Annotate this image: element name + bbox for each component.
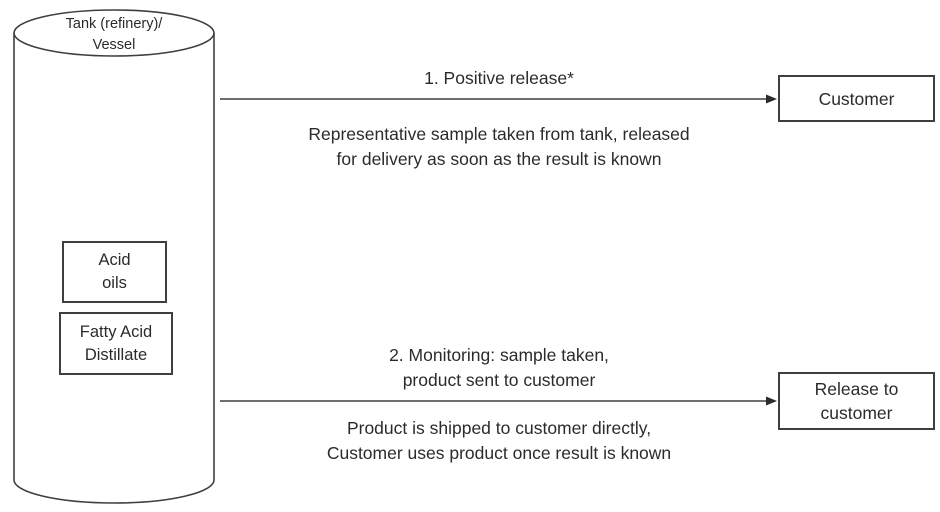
release-box-label-line-1: Release to <box>814 379 899 399</box>
fatty-acid-label-line-2: Distillate <box>84 345 148 364</box>
arrow-1-head <box>766 94 777 104</box>
acid-oils-label-line-2: oils <box>102 274 127 292</box>
flow-2-arrow-label: 2. Monitoring: sample taken, product sen… <box>220 343 778 393</box>
flow-1-description-line-2: for delivery as soon as the result is kn… <box>336 149 662 169</box>
flow-2-arrow-label-line-2: product sent to customer <box>402 370 596 390</box>
fatty-acid-label-line-1: Fatty Acid <box>79 322 153 341</box>
customer-box: Customer <box>778 75 935 122</box>
flow-1-description-line-1: Representative sample taken from tank, r… <box>308 124 690 144</box>
arrow-2-head <box>766 396 777 406</box>
flow-1-arrow-label: 1. Positive release* <box>424 68 574 88</box>
flow-1-description: Representative sample taken from tank, r… <box>220 122 778 172</box>
customer-box-label: Customer <box>818 88 895 109</box>
acid-oils-label-line-1: Acid <box>98 251 131 269</box>
release-box-label-line-2: customer <box>820 403 893 423</box>
tank-title-line-1: Tank (refinery)/ <box>65 16 163 32</box>
flow-2-description-line-2: Customer uses product once result is kno… <box>326 443 672 463</box>
tank-cylinder-top <box>13 9 215 57</box>
flow-2-arrow-label-line-1: 2. Monitoring: sample taken, <box>389 345 609 365</box>
tank-title: Tank (refinery)/ Vessel <box>14 14 214 56</box>
tank-title-line-2: Vessel <box>92 37 136 53</box>
fatty-acid-distillate-box: Fatty Acid Distillate <box>59 312 173 375</box>
release-to-customer-box: Release to customer <box>778 372 935 430</box>
flow-2-description-line-1: Product is shipped to customer directly, <box>346 418 652 438</box>
flow-2-description: Product is shipped to customer directly,… <box>220 416 778 466</box>
acid-oils-box: Acid oils <box>62 241 167 303</box>
